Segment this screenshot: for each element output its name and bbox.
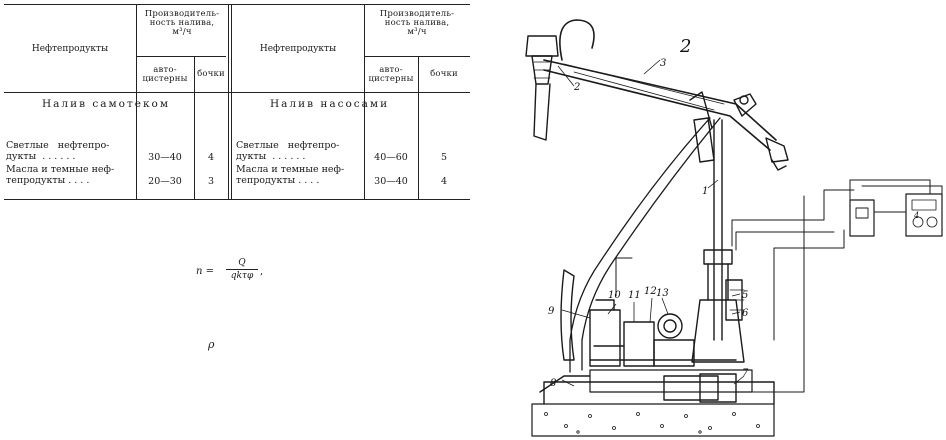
formula-fraction: Q qkτφ <box>226 258 258 281</box>
valve-5 <box>725 279 743 321</box>
header-tank-right: авто- цистерны <box>368 65 414 84</box>
table-vline-5 <box>418 56 419 200</box>
left-hose <box>569 117 711 373</box>
ground-slab <box>531 403 775 437</box>
rho-symbol: ρ <box>208 338 215 351</box>
riser-pipe <box>713 119 723 341</box>
callout-2: 2 <box>573 82 580 93</box>
header-productivity-right: Производитель- ность налива, м³/ч <box>379 9 455 37</box>
right-row-2-barrel: 4 <box>440 176 448 187</box>
callout-13: 13 <box>656 288 669 299</box>
productivity-table: Нефтепродукты Производитель- ность налив… <box>4 4 470 200</box>
left-row-2-barrel: 3 <box>207 176 215 187</box>
formula-lhs: n = <box>196 266 214 277</box>
callout-10: 10 <box>608 290 621 301</box>
header-barrel-left: бочки <box>197 69 225 79</box>
callout-7: 7 <box>742 368 749 379</box>
table-header-bottom-rule <box>4 92 470 93</box>
boom-end <box>765 137 789 163</box>
right-row-1-tank: 40—60 <box>374 152 408 163</box>
tank-9 <box>589 309 621 367</box>
table-sub-rule-left <box>136 56 226 57</box>
motor-7 <box>663 375 719 401</box>
boom-upper <box>543 59 777 141</box>
table-bottom-rule <box>4 199 470 200</box>
right-row-2-label: Масла и темные неф- тепродукты . . . . <box>236 164 345 186</box>
table-top-rule <box>4 4 470 5</box>
fraction-bar <box>226 269 258 270</box>
table-vline-3 <box>228 4 229 200</box>
boom-lower <box>543 69 771 151</box>
callout-8: 8 <box>550 378 556 389</box>
spout-nozzle <box>533 83 551 141</box>
formula-trail: , <box>260 266 264 277</box>
callout-big-2: 2 <box>679 36 691 57</box>
right-row-1-barrel: 5 <box>440 152 448 163</box>
pump-housing <box>691 299 745 363</box>
formula-denominator: qkτφ <box>230 271 254 281</box>
callout-11: 11 <box>628 290 641 301</box>
left-row-1-barrel: 4 <box>207 152 215 163</box>
table-vline-1 <box>136 4 137 200</box>
hook <box>559 19 595 61</box>
table-vline-3b <box>231 4 232 200</box>
control-panel-4 <box>905 193 943 237</box>
callout-5: 5 <box>742 290 748 301</box>
header-product-left: Нефтепродукты <box>31 44 109 54</box>
spout-head <box>525 35 559 57</box>
base-frame <box>543 381 775 405</box>
diagram-svg: 1 2 3 4 5 6 7 8 9 10 11 12 13 2 <box>525 19 943 437</box>
header-barrel-right: бочки <box>430 69 458 79</box>
callout-3: 3 <box>660 58 666 69</box>
slab-hatch <box>544 412 760 434</box>
loading-arm-diagram: 1 2 3 4 5 6 7 8 9 10 11 12 13 2 <box>504 0 946 440</box>
table-vline-4 <box>364 4 365 200</box>
header-productivity-left: Производитель- ность налива, м³/ч <box>144 9 220 37</box>
callout-1: 1 <box>702 186 708 197</box>
section-gravity-title: Налив самотеком <box>42 98 171 110</box>
formula-numerator: Q <box>238 258 246 268</box>
callout-12: 12 <box>644 286 657 297</box>
right-row-1-label: Светлые нефтепро- дукты . . . . . . <box>236 140 340 162</box>
left-row-1-label: Светлые нефтепро- дукты . . . . . . <box>6 140 110 162</box>
cable-a <box>731 189 855 247</box>
table-sub-rule-right <box>364 56 470 57</box>
left-row-2-label: Масла и темные неф- тепродукты . . . . <box>6 164 115 186</box>
header-tank-left: авто- цистерны <box>142 65 188 84</box>
callout-4: 4 <box>913 211 919 220</box>
callout-6: 6 <box>742 308 749 319</box>
left-row-1-tank: 30—40 <box>148 152 182 163</box>
switch-box <box>849 199 875 237</box>
drain-leg <box>539 375 591 393</box>
right-row-2-tank: 30—40 <box>374 176 408 187</box>
tank-13 <box>657 313 683 339</box>
left-row-2-tank: 20—30 <box>148 176 182 187</box>
callout-9: 9 <box>548 306 555 317</box>
header-product-right: Нефтепродукты <box>259 44 337 54</box>
table-vline-2 <box>194 56 195 200</box>
section-pump-title: Налив насосами <box>270 98 390 110</box>
cable-b <box>773 229 845 341</box>
